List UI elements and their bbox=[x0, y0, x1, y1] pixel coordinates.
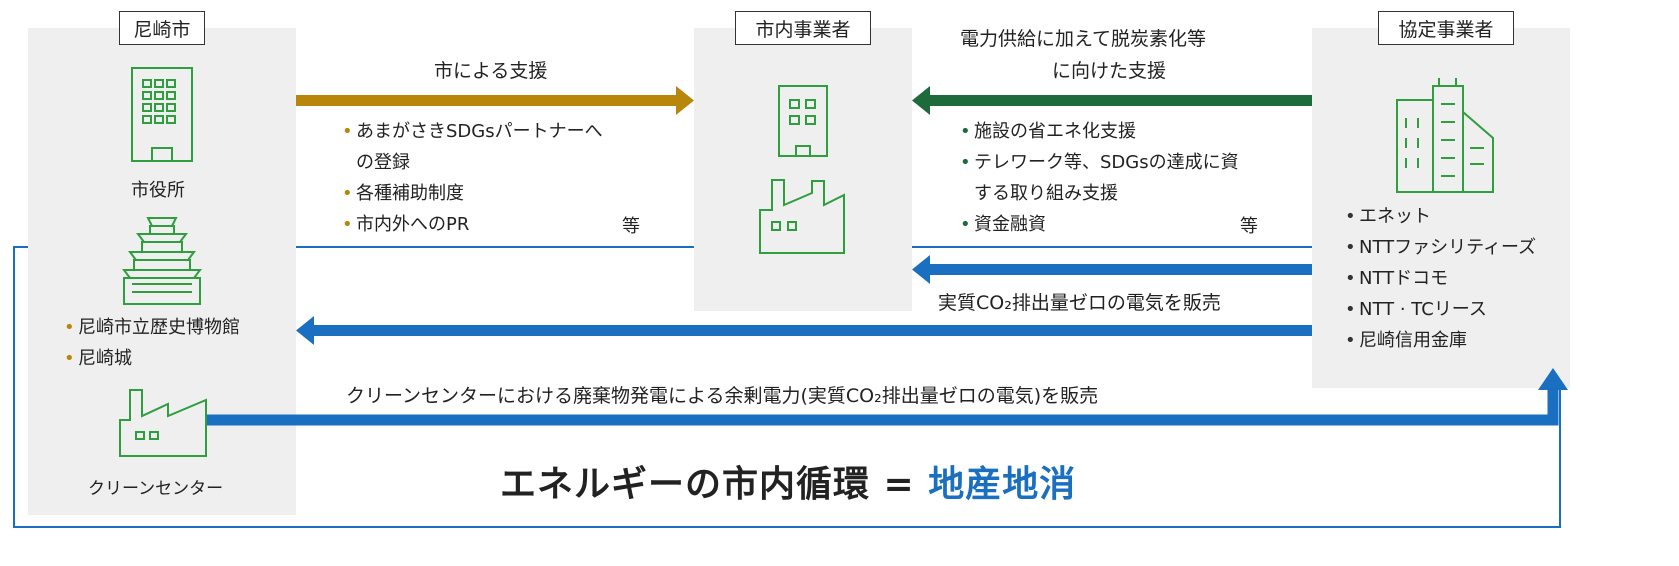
city-header: 尼崎市 bbox=[119, 11, 205, 45]
city-hall-icon bbox=[131, 67, 193, 162]
partner-support-arrow bbox=[912, 86, 1312, 115]
list-item: NTT · TCリース bbox=[1345, 294, 1536, 325]
electricity-sale-caption: 実質CO₂排出量ゼロの電気を販売 bbox=[938, 292, 1221, 314]
slogan-title: エネルギーの市内循環 = 地産地消 bbox=[500, 455, 1076, 507]
list-item: 市内外へのPR bbox=[342, 209, 603, 240]
business-factory-icon bbox=[759, 179, 845, 254]
electricity-to-business-arrow bbox=[912, 255, 1312, 284]
list-item: 尼崎市立歴史博物館 bbox=[64, 312, 240, 343]
clean-center-factory-icon bbox=[119, 389, 207, 457]
list-item: あまがさきSDGsパートナーへ bbox=[342, 116, 603, 147]
partner-header: 協定事業者 bbox=[1378, 11, 1514, 45]
list-item: 尼崎城 bbox=[64, 343, 240, 374]
waste-power-caption: クリーンセンターにおける廃棄物発電による余剰電力(実質CO₂排出量ゼロの電気)を… bbox=[346, 385, 1099, 407]
partner-support-etc: 等 bbox=[1240, 216, 1258, 237]
partner-support-caption-line1: 電力供給に加えて脱炭素化等 bbox=[960, 28, 1207, 50]
clean-center-label: クリーンセンター bbox=[88, 479, 224, 499]
city-facilities-list: 尼崎市立歴史博物館 尼崎城 bbox=[64, 312, 240, 374]
city-support-arrow bbox=[296, 86, 694, 115]
list-item: NTTファシリティーズ bbox=[1345, 232, 1536, 263]
list-item-continuation: する取り組み支援 bbox=[974, 183, 1118, 204]
list-item-continuation: の登録 bbox=[356, 152, 410, 173]
electricity-to-city-arrow bbox=[296, 316, 1312, 345]
city-support-list: あまがさきSDGsパートナーへ の登録 各種補助制度 市内外へのPR bbox=[342, 116, 603, 240]
outer-loop-line bbox=[13, 246, 1561, 528]
city-support-etc: 等 bbox=[622, 216, 640, 237]
city-support-caption: 市による支援 bbox=[434, 60, 548, 82]
slogan-highlight: 地産地消 bbox=[928, 464, 1077, 505]
list-item: 各種補助制度 bbox=[342, 178, 603, 209]
partner-support-list: 施設の省エネ化支援 テレワーク等、SDGsの達成に資 する取り組み支援 資金融資 bbox=[960, 116, 1239, 240]
partner-support-caption-line2: に向けた支援 bbox=[1052, 60, 1167, 82]
local-business-header: 市内事業者 bbox=[735, 11, 871, 45]
waste-power-arrow bbox=[206, 368, 1568, 426]
slogan-main: エネルギーの市内循環 = bbox=[500, 464, 929, 505]
castle-icon bbox=[122, 217, 202, 305]
list-item: 施設の省エネ化支援 bbox=[960, 116, 1239, 147]
partner-buildings-icon bbox=[1396, 78, 1494, 193]
list-item: エネット bbox=[1345, 201, 1536, 232]
office-building-icon bbox=[778, 85, 828, 157]
list-item: テレワーク等、SDGsの達成に資 bbox=[960, 147, 1239, 178]
list-item: NTTドコモ bbox=[1345, 263, 1536, 294]
list-item: 資金融資 bbox=[960, 209, 1239, 240]
list-item: 尼崎信用金庫 bbox=[1345, 325, 1536, 356]
local-business-panel bbox=[694, 28, 912, 311]
partner-members-list: エネット NTTファシリティーズ NTTドコモ NTT · TCリース 尼崎信用… bbox=[1345, 201, 1536, 356]
city-hall-label: 市役所 bbox=[131, 180, 185, 201]
